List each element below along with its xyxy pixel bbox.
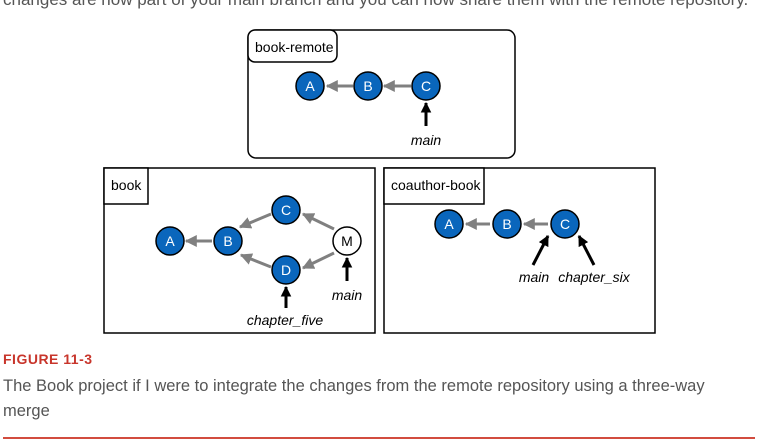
- remote-panel: book-remote A B C main: [247, 29, 516, 159]
- remote-commit-c: C: [411, 71, 441, 101]
- remote-commit-a: A: [295, 71, 325, 101]
- svg-text:C: C: [560, 216, 570, 232]
- local-commit-b: B: [213, 226, 243, 256]
- local-panel-title: book: [111, 177, 142, 193]
- local-panel: book A B C D M chapter_five main: [103, 167, 376, 334]
- coauthor-chapter-six-pointer: [577, 235, 596, 266]
- svg-text:C: C: [281, 202, 291, 218]
- coauthor-commit-b: B: [492, 209, 522, 239]
- local-commit-c: C: [271, 195, 301, 225]
- caption-divider: [3, 437, 755, 439]
- svg-text:D: D: [281, 262, 291, 278]
- remote-main-label: main: [411, 132, 442, 148]
- svg-text:A: A: [444, 216, 454, 232]
- remote-panel-title: book-remote: [255, 39, 334, 55]
- svg-text:A: A: [305, 78, 315, 94]
- coauthor-commit-a: A: [434, 209, 464, 239]
- svg-text:B: B: [223, 233, 232, 249]
- svg-text:C: C: [421, 78, 431, 94]
- local-merge-commit-m: M: [332, 226, 362, 256]
- coauthor-chapter-six-label: chapter_six: [558, 269, 631, 285]
- top-text-fragment: changes are now part of your main branch…: [0, 0, 759, 14]
- figure-caption: The Book project if I were to integrate …: [3, 377, 705, 420]
- figure-label: FIGURE 11-3: [3, 351, 93, 367]
- svg-text:B: B: [363, 78, 372, 94]
- coauthor-panel: coauthor-book A B C main chapter_six: [383, 167, 656, 334]
- svg-text:M: M: [341, 233, 353, 249]
- svg-text:A: A: [165, 233, 175, 249]
- top-text: changes are now part of your main branch…: [3, 0, 748, 10]
- coauthor-commit-c: C: [550, 209, 580, 239]
- coauthor-main-pointer: [531, 235, 550, 266]
- local-chapter-five-label: chapter_five: [247, 312, 323, 328]
- local-commit-d: D: [271, 255, 301, 285]
- coauthor-main-label: main: [519, 269, 550, 285]
- svg-text:B: B: [502, 216, 511, 232]
- local-commit-a: A: [155, 226, 185, 256]
- remote-commit-b: B: [353, 71, 383, 101]
- coauthor-panel-title: coauthor-book: [391, 177, 482, 193]
- local-main-label: main: [332, 287, 363, 303]
